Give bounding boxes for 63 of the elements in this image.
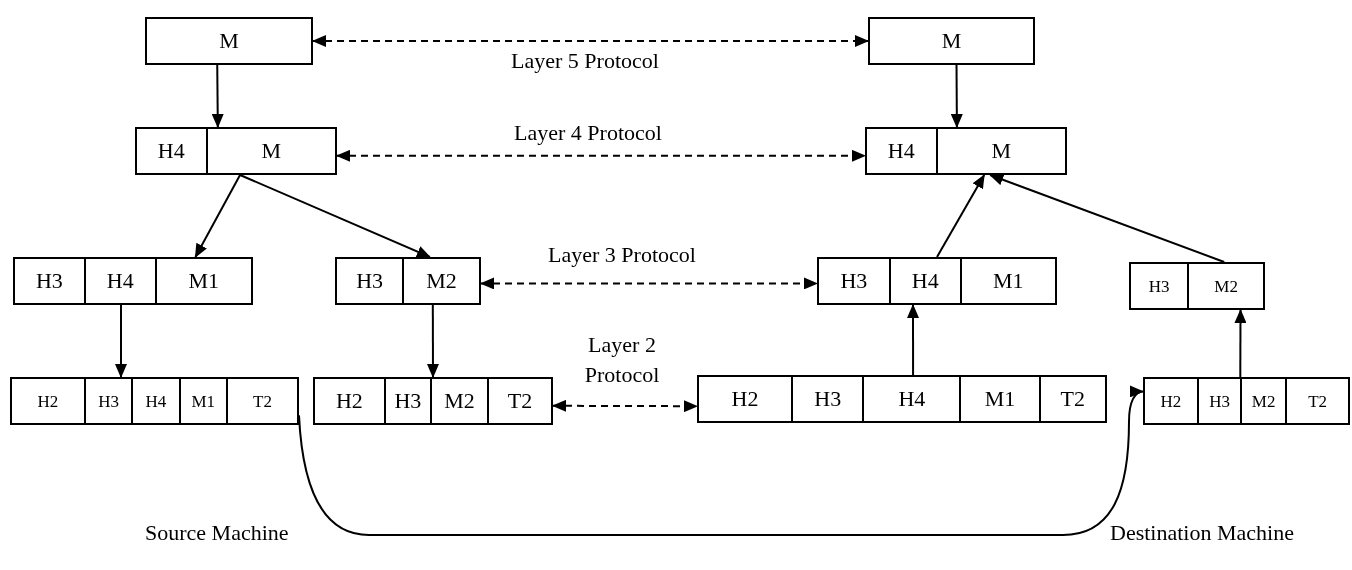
packet-field-label: H4 xyxy=(898,388,926,410)
packet-box xyxy=(868,17,1035,65)
packet-field-label: H3 xyxy=(814,388,842,410)
arrow xyxy=(989,173,1226,263)
packet-field-label: M1 xyxy=(984,388,1016,410)
packet-field-label: M xyxy=(261,140,282,162)
packet-field-label: H3 xyxy=(98,392,120,410)
packet-box xyxy=(145,17,313,65)
packet-field-label: H3 xyxy=(394,390,422,412)
packet-box xyxy=(817,257,1057,305)
packet-field-label: M2 xyxy=(1214,277,1238,295)
arrow xyxy=(194,174,242,258)
packet-field-label: M1 xyxy=(188,270,220,292)
packet-field-label: M xyxy=(941,30,962,52)
packet-field-label: M xyxy=(991,140,1012,162)
packet-field-label: H4 xyxy=(887,140,915,162)
machine-label: Destination Machine xyxy=(1110,519,1294,547)
packet-field-label: M2 xyxy=(1251,392,1276,410)
machine-label: Source Machine xyxy=(145,519,289,547)
packet-field-label: M2 xyxy=(444,390,475,412)
packet-field-label: H4 xyxy=(145,392,167,410)
packet-box xyxy=(135,127,337,175)
arrow xyxy=(211,64,224,128)
packet-box xyxy=(865,127,1067,175)
arrow xyxy=(950,64,963,128)
arrow xyxy=(115,304,127,378)
packet-field-label: M1 xyxy=(993,270,1024,292)
packet-box xyxy=(1143,377,1350,425)
packet-field-label: H2 xyxy=(335,390,363,412)
packet-box xyxy=(335,257,481,305)
packet-field-label: H4 xyxy=(911,270,939,292)
packet-field-label: H4 xyxy=(157,140,185,162)
packet-field-label: T2 xyxy=(507,390,533,412)
arrow xyxy=(312,35,869,47)
packet-field-label: H2 xyxy=(731,388,759,410)
packet-field-label: H3 xyxy=(1209,392,1230,410)
packet-field-label: T2 xyxy=(1060,388,1085,410)
arrow xyxy=(1234,309,1247,378)
packet-box xyxy=(697,375,1107,423)
packet-field-label: T2 xyxy=(1308,392,1328,410)
packet-box xyxy=(1129,262,1265,310)
packet-field-label: H3 xyxy=(1148,277,1170,295)
arrow xyxy=(480,277,818,290)
arrow xyxy=(426,304,439,378)
packet-box xyxy=(10,377,299,425)
packet-field-label: M xyxy=(219,30,239,52)
arrow xyxy=(552,399,698,413)
packet-field-label: M1 xyxy=(191,392,216,410)
arrow xyxy=(336,149,866,162)
packet-box xyxy=(13,257,253,305)
packet-field-label: M2 xyxy=(426,270,457,292)
packet-field-label: H2 xyxy=(1160,392,1182,410)
packet-field-label: T2 xyxy=(253,392,272,410)
packet-field-label: H3 xyxy=(35,270,63,292)
arrow xyxy=(239,174,431,258)
packet-field-label: H3 xyxy=(840,270,868,292)
packet-box xyxy=(313,377,553,425)
arrow xyxy=(298,386,1144,536)
arrow xyxy=(907,304,919,376)
packet-field-label: H2 xyxy=(37,392,59,410)
packet-field-label: H4 xyxy=(106,270,134,292)
packet-field-label: H3 xyxy=(356,270,383,292)
arrow xyxy=(936,174,986,258)
